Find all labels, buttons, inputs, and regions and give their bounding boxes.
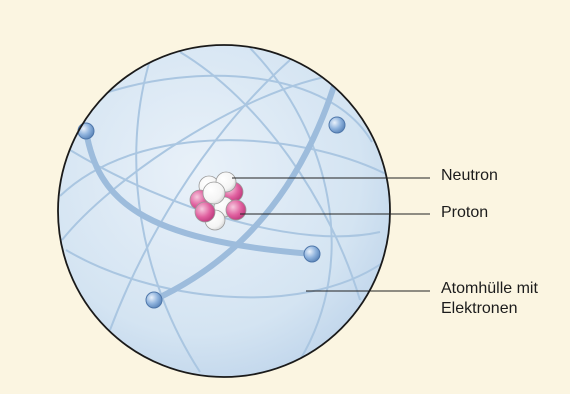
proton xyxy=(195,202,215,222)
neutron xyxy=(203,182,225,204)
proton-label: Proton xyxy=(441,203,488,223)
proton xyxy=(226,200,246,220)
shell-label-line2: Elektronen xyxy=(441,299,538,319)
shell-label: Atomhülle mit Elektronen xyxy=(441,279,538,319)
shell-label-line1: Atomhülle mit xyxy=(441,279,538,299)
electron xyxy=(304,246,320,262)
electron xyxy=(146,292,162,308)
neutron-label: Neutron xyxy=(441,166,498,186)
electron xyxy=(78,123,94,139)
electron xyxy=(329,117,345,133)
